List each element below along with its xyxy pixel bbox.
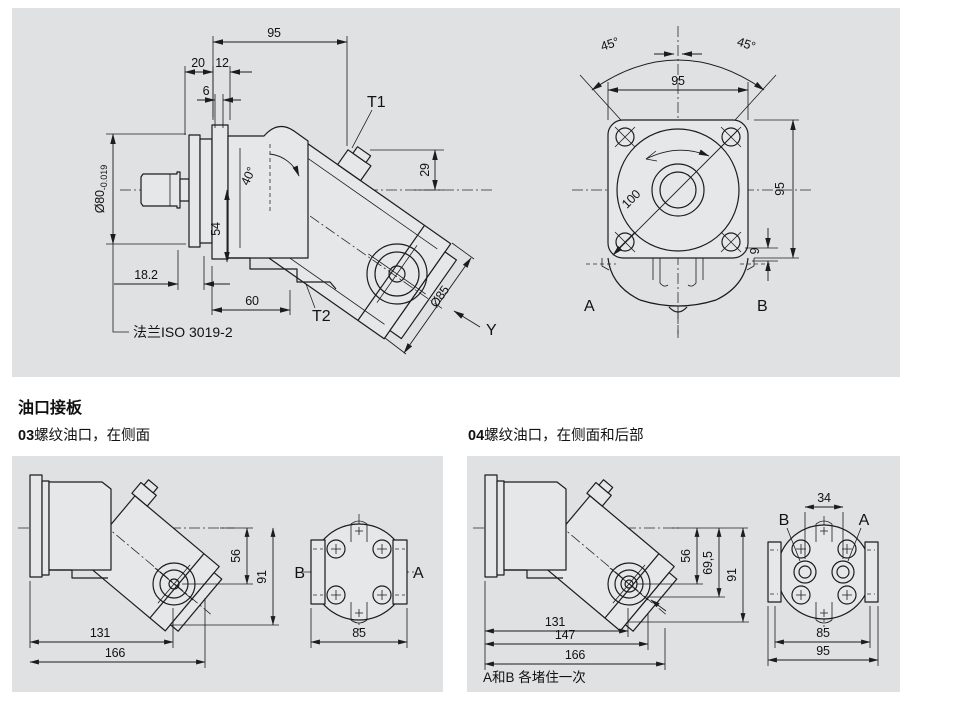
svg-text:Ø80-0.019: Ø80-0.019 <box>93 165 109 214</box>
dim-95-height: 95 <box>754 119 799 259</box>
port-a-label-03: A <box>413 565 424 582</box>
svg-text:56: 56 <box>229 549 243 563</box>
svg-text:34: 34 <box>817 491 831 505</box>
dim-131-04: 131 <box>484 581 629 670</box>
svg-text:69,5: 69,5 <box>701 551 715 575</box>
dim-9: 9 <box>745 228 778 281</box>
dim-56-03: 56 <box>182 527 253 585</box>
port-b-label-03: B <box>294 565 305 582</box>
svg-text:85: 85 <box>816 626 830 640</box>
dim-45-right: 45° <box>735 35 757 54</box>
svg-text:29: 29 <box>418 163 432 177</box>
dim-147-04: 147 <box>484 614 649 650</box>
port-b-block-03 <box>310 539 326 605</box>
svg-text:95: 95 <box>816 644 830 658</box>
rear-view-03: B A 85 <box>294 514 424 648</box>
svg-text:18.2: 18.2 <box>134 268 158 282</box>
svg-text:Y: Y <box>486 322 497 339</box>
view-y-arrow: Y <box>453 310 497 339</box>
svg-text:95: 95 <box>773 182 787 196</box>
variant-03-heading: 03螺纹油口，在侧面 <box>18 424 150 445</box>
svg-text:147: 147 <box>555 628 576 642</box>
rear-view-04: 34 B A 85 95 <box>767 491 879 666</box>
svg-text:20: 20 <box>191 56 205 70</box>
bolt-lugs-03 <box>326 520 392 624</box>
side-port-block-left-04 <box>767 541 782 603</box>
side-view: 40° 95 20 12 <box>93 26 497 355</box>
svg-text:54: 54 <box>209 222 223 236</box>
dim-131-03: 131 <box>29 581 174 648</box>
drive-shaft <box>140 171 190 209</box>
variant-04-heading: 04螺纹油口，在侧面和后部 <box>468 424 644 445</box>
dim-85-03: 85 <box>310 608 408 648</box>
dim-69-5-04: 69,5 <box>647 527 725 598</box>
svg-text:95: 95 <box>671 74 685 88</box>
installation-drawing: 40° 95 20 12 <box>93 26 812 355</box>
variant-04-code: 04 <box>468 428 485 444</box>
svg-text:91: 91 <box>725 568 739 582</box>
front-housing <box>227 125 337 290</box>
dim-18-2: 18.2 <box>114 250 230 290</box>
dim-60: 60 <box>211 266 291 315</box>
variant-03-text: 螺纹油口，在侧面 <box>34 428 151 444</box>
port-a-block-03 <box>392 539 408 605</box>
dim-29: 29 <box>370 149 444 191</box>
dim-91-03: 91 <box>172 527 279 626</box>
dim-shaft-diameter: Ø80-0.019 法兰ISO 3019-2 <box>93 133 233 340</box>
port-a-label: A <box>584 298 595 315</box>
dim-45-left: 45° <box>599 35 621 54</box>
rear-port-b <box>793 560 817 584</box>
svg-text:91: 91 <box>255 570 269 584</box>
rotation-direction-arrow <box>645 149 710 162</box>
port-a-label-04: A <box>859 512 870 529</box>
side-view-03: 56 91 131 166 <box>18 474 279 668</box>
dim-85-04: 85 <box>774 606 871 648</box>
flange-plate-outer <box>188 134 201 248</box>
dim-54: 54 <box>209 189 230 263</box>
variant-03-code: 03 <box>18 428 35 444</box>
variant-04-panel: 56 69,5 91 131 147 <box>467 456 900 692</box>
side-view-04: 56 69,5 91 131 147 <box>473 474 749 685</box>
dim-95-04: 95 <box>767 606 879 666</box>
svg-text:56: 56 <box>679 549 693 563</box>
dim-20-12: 20 12 <box>184 56 252 135</box>
svg-text:12: 12 <box>215 56 229 70</box>
svg-text:131: 131 <box>90 626 111 640</box>
svg-text:60: 60 <box>245 294 259 308</box>
front-view: 45° 45° <box>572 26 812 338</box>
side-port-block-right-04 <box>864 541 879 603</box>
dim-95-width: 95 <box>607 74 749 120</box>
dim-34-04: 34 <box>804 491 844 559</box>
dim-91-04: 91 <box>627 527 749 623</box>
dim-6: 6 <box>197 84 241 128</box>
rear-port-a <box>831 560 855 584</box>
mounting-flange <box>211 124 229 260</box>
port-t1-label: T1 <box>367 94 386 111</box>
flange-standard-note: 法兰ISO 3019-2 <box>133 324 233 340</box>
plug-note: A和B 各堵住一次 <box>483 670 586 685</box>
dim-56-04: 56 <box>637 527 748 585</box>
dim-95-top: 95 <box>212 26 348 146</box>
svg-text:131: 131 <box>545 615 566 629</box>
variant-03-drawing: 56 91 131 166 <box>18 474 424 668</box>
port-b-label: B <box>757 298 768 315</box>
dim-166-03: 166 <box>29 598 206 668</box>
bolt-lugs-04 <box>791 520 857 624</box>
dim-166-04: 166 <box>484 628 666 670</box>
svg-text:9: 9 <box>748 247 762 254</box>
svg-text:6: 6 <box>203 84 210 98</box>
port-b-label-04: B <box>779 512 790 529</box>
variant-04-text: 螺纹油口，在侧面和后部 <box>484 428 644 444</box>
svg-text:166: 166 <box>105 646 126 660</box>
svg-text:166: 166 <box>565 648 586 662</box>
variant-04-drawing: 56 69,5 91 131 147 <box>473 474 879 685</box>
svg-text:95: 95 <box>267 26 281 40</box>
lower-housing <box>586 257 770 334</box>
variant-03-panel: 56 91 131 166 <box>12 456 443 692</box>
port-t2-label: T2 <box>312 308 331 325</box>
installation-drawing-panel: 40° 95 20 12 <box>12 8 900 377</box>
section-title: 油口接板 <box>18 400 83 417</box>
svg-text:85: 85 <box>352 626 366 640</box>
